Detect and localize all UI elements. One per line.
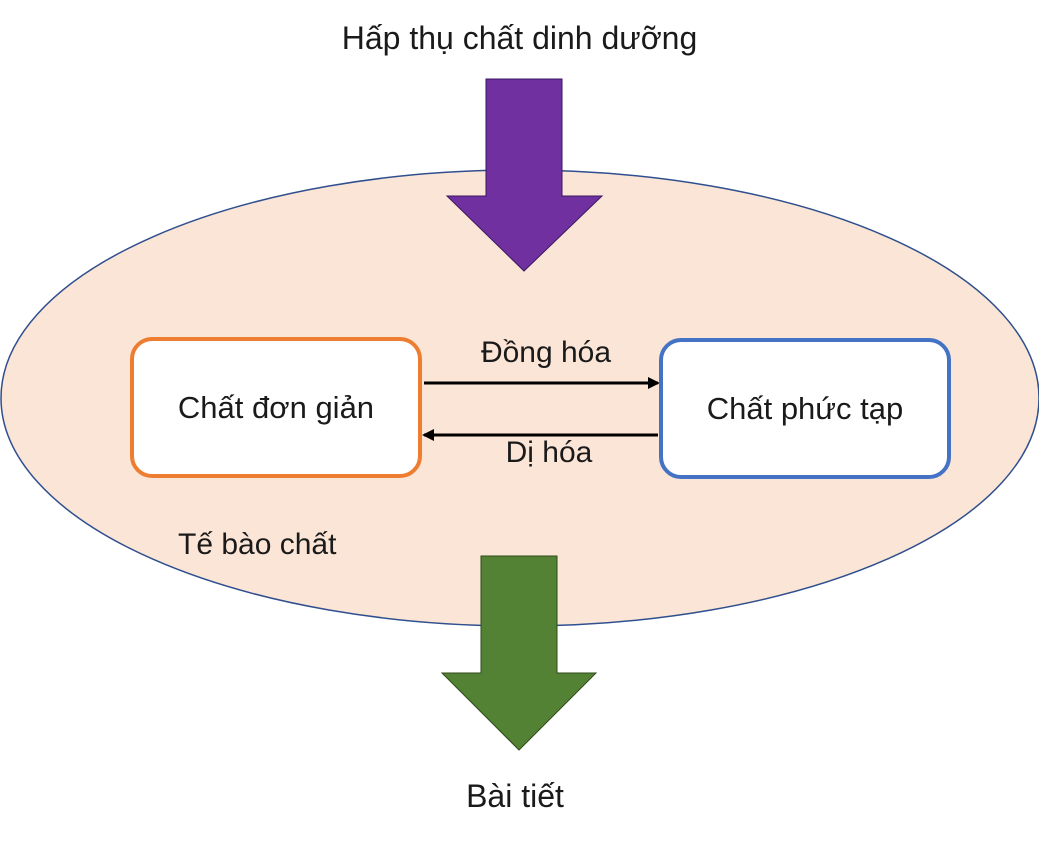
simple-substance-label: Chất đơn giản [177, 389, 375, 425]
absorb-label: Hấp thụ chất dinh dưỡng [341, 20, 698, 56]
complex-substance-label: Chất phức tạp [706, 390, 904, 426]
excrete-arrow [440, 555, 598, 751]
cytoplasm-label: Tế bào chất [178, 528, 337, 561]
anabolism-label: Đồng hóa [480, 336, 612, 369]
excrete-label: Bài tiết [466, 778, 564, 814]
simple-substance-box: Chất đơn giản [130, 337, 422, 478]
complex-substance-box: Chất phức tạp [659, 338, 951, 479]
absorb-arrow [445, 78, 604, 272]
catabolism-label: Dị hóa [505, 436, 593, 469]
